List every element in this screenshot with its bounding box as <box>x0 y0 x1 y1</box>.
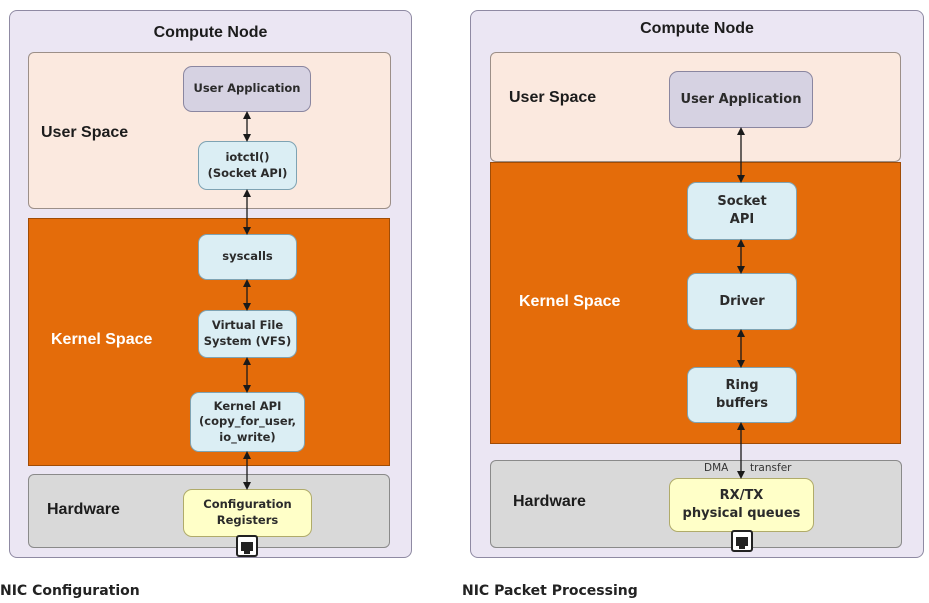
left-config-registers-box: Configuration Registers <box>183 489 312 537</box>
left-vfs-box: Virtual File System (VFS) <box>198 310 297 358</box>
left-kernel-space-label: Kernel Space <box>51 331 153 348</box>
left-ioctl-box: iotctl() (Socket API) <box>198 141 297 190</box>
left-user-space-label: User Space <box>41 124 129 141</box>
right-user-space-label: User Space <box>509 89 597 106</box>
right-kernel-space-label: Kernel Space <box>519 293 621 310</box>
right-ethernet-port-icon <box>731 530 753 552</box>
left-node-title: Compute Node <box>153 24 268 41</box>
left-user-application-box: User Application <box>183 66 311 112</box>
left-kernel-api-box: Kernel API (copy_for_user, io_write) <box>190 392 305 452</box>
right-node-title: Compute Node <box>640 20 754 37</box>
left-ethernet-port-icon <box>236 535 258 557</box>
right-socket-api-box: Socket API <box>687 182 797 240</box>
left-hardware-label: Hardware <box>47 501 120 518</box>
left-caption: NIC Configuration <box>0 583 140 599</box>
right-caption: NIC Packet Processing <box>462 583 638 599</box>
right-queues-box: RX/TX physical queues <box>669 478 814 532</box>
right-ring-buffers-box: Ring buffers <box>687 367 797 423</box>
dma-label: DMA <box>704 462 729 474</box>
right-hardware-label: Hardware <box>513 493 586 510</box>
right-user-application-box: User Application <box>669 71 813 128</box>
transfer-label: transfer <box>750 462 792 474</box>
right-driver-box: Driver <box>687 273 797 330</box>
